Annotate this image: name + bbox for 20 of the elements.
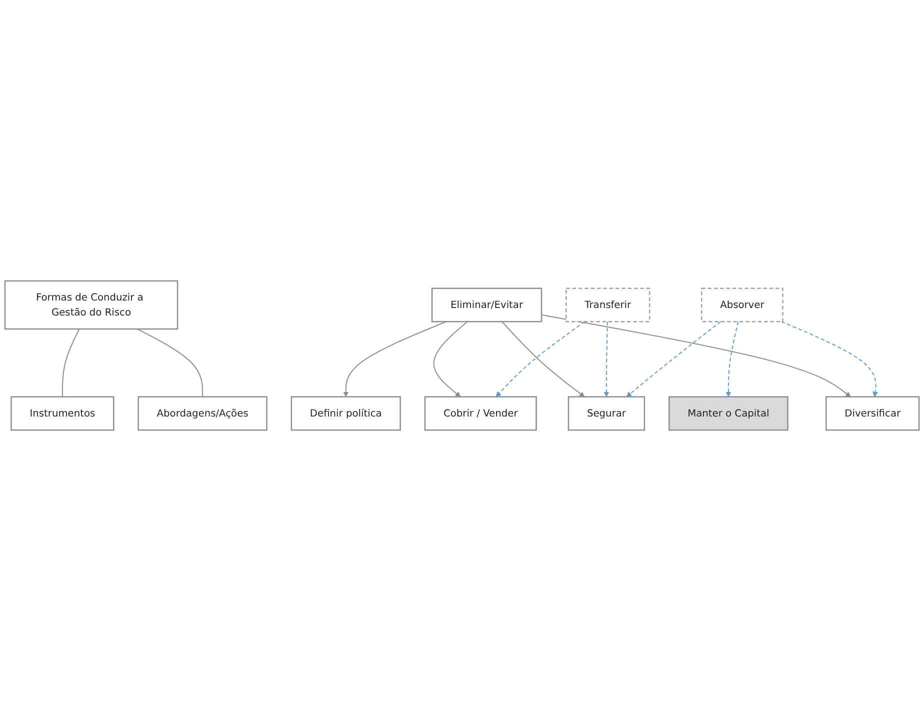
node-box: Manter o Capital [668,396,788,431]
node-box: Abordagens/Ações [138,396,268,431]
arrow [780,321,878,398]
node-box: Diversificar [826,396,920,431]
arrow [433,321,468,398]
node-box: Transferir [566,288,650,322]
node-box: Cobrir / Vender [424,396,537,431]
connector [136,328,204,398]
node-box: Definir política [290,396,401,431]
arrow [604,321,610,398]
node-box: Instrumentos [10,396,114,431]
node-box: Segurar [568,396,646,431]
node-box: Formas de Conduzir a Gestão do Risco [4,280,178,330]
arrow [726,321,739,398]
arrow [541,314,851,398]
connector [62,328,80,398]
node-box: Absorver [700,288,784,322]
arrow [343,321,447,398]
node-box: Eliminar/Evitar [431,288,542,322]
arrow [626,321,722,398]
